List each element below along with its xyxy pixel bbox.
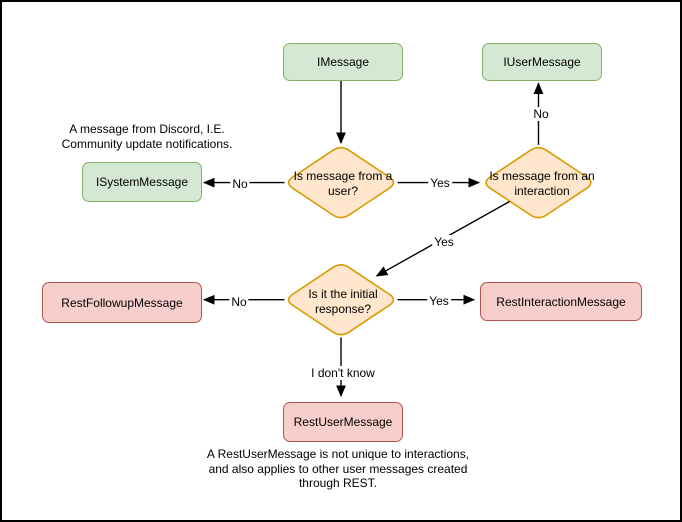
edge-label-initial-unknown: I don't know: [309, 366, 377, 380]
node-iusermessage: IUserMessage: [482, 43, 602, 81]
node-imessage-label: IMessage: [316, 55, 370, 69]
node-restusermessage-label: RestUserMessage: [293, 415, 393, 429]
edge-label-interaction-yes: Yes: [432, 235, 456, 249]
edge-label-user-yes: Yes: [428, 176, 452, 190]
node-isystemmessage-label: ISystemMessage: [95, 175, 189, 189]
node-isystemmessage: ISystemMessage: [82, 162, 202, 202]
note-restusermessage-line2: and also applies to other user messages …: [208, 461, 468, 476]
node-restinteractionmessage-label: RestInteractionMessage: [496, 294, 626, 309]
edge-label-initial-yes: Yes: [427, 294, 451, 308]
edge-label-user-no: No: [230, 177, 250, 191]
note-isystemmessage-line1: A message from Discord, I.E.: [69, 122, 225, 136]
node-restfollowupmessage: RestFollowupMessage: [42, 282, 202, 323]
node-restfollowupmessage-label: RestFollowupMessage: [61, 295, 183, 310]
node-restusermessage: RestUserMessage: [283, 402, 403, 442]
note-restusermessage-line1: A RestUserMessage is not unique to inter…: [206, 447, 470, 461]
decision-is-from-user-shape: [287, 146, 395, 219]
node-restinteractionmessage: RestInteractionMessage: [480, 282, 642, 321]
node-iusermessage-label: IUserMessage: [503, 55, 581, 69]
edge-label-interaction-no: No: [531, 107, 551, 121]
edge-label-initial-no: No: [229, 295, 249, 309]
node-imessage: IMessage: [283, 43, 403, 81]
note-restusermessage-line3: through REST.: [298, 476, 378, 490]
note-isystemmessage-line2: Community update notifications.: [61, 136, 233, 151]
note-restusermessage: A RestUserMessage is not unique to inter…: [163, 447, 513, 491]
decision-is-from-interaction-shape: [485, 146, 592, 219]
note-isystemmessage: A message from Discord, I.E. Community u…: [47, 122, 247, 151]
